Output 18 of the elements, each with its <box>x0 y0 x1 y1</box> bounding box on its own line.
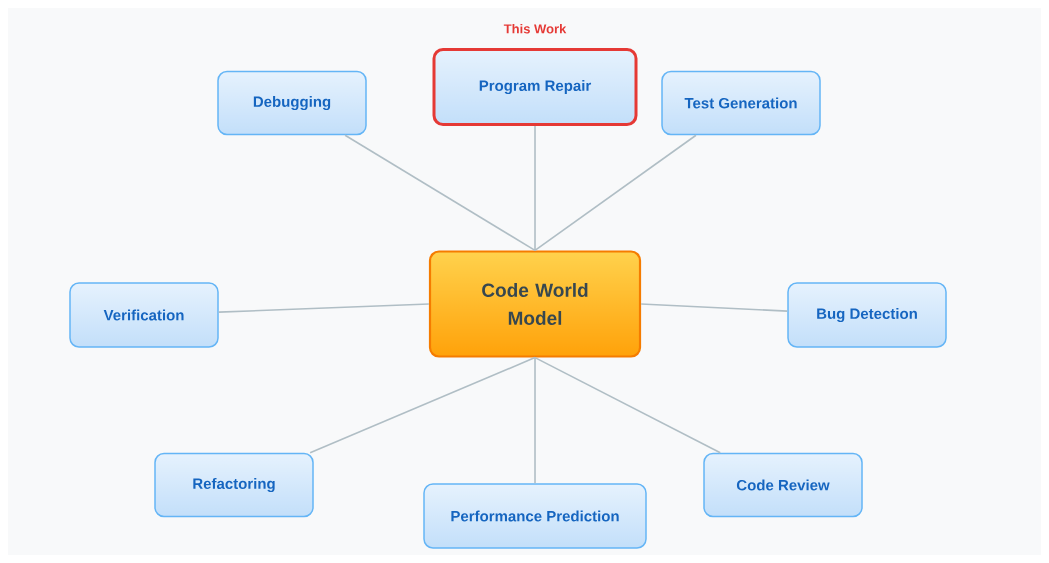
node-caption: This Work <box>503 23 567 34</box>
connector-line <box>217 303 430 313</box>
topic-box: Debugging <box>217 70 367 136</box>
topic-box: Refactoring <box>154 452 314 518</box>
connector-line <box>534 356 722 454</box>
topic-box: Performance Prediction <box>423 483 647 549</box>
connector-line <box>640 303 789 312</box>
connector-line <box>534 125 536 252</box>
topic-box: Code Review <box>703 452 863 518</box>
topic-box: Verification <box>69 282 219 348</box>
connector-line <box>534 356 536 485</box>
connector-line <box>309 356 536 454</box>
connector-line <box>344 134 536 252</box>
connector-line <box>534 134 697 252</box>
highlighted-topic-box: Program Repair <box>432 48 638 126</box>
topic-box: Test Generation <box>661 70 821 136</box>
central-concept-box: Code World Model <box>428 250 642 358</box>
topic-box: Bug Detection <box>787 282 947 348</box>
